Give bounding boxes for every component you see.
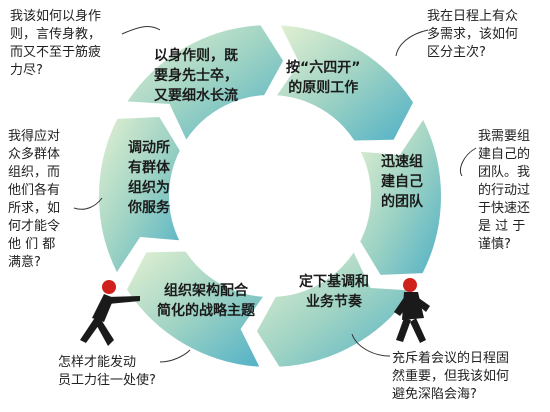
leader-bottom-right — [351, 333, 391, 357]
ring-segment-build-team — [357, 115, 443, 277]
leader-top-right — [395, 29, 429, 57]
ring-segment-org-structure — [124, 249, 267, 369]
leader-left — [73, 197, 103, 210]
ring-segment-six-four-rule — [273, 23, 416, 143]
leader-top-left — [121, 26, 161, 35]
leader-bottom-left — [159, 349, 191, 363]
segment-label-org-structure: 组织架构配合简化的战略主题 — [157, 283, 255, 319]
segment-label-build-team: 迅速组建自己的团队 — [381, 154, 423, 210]
question-bottom-right: 充斥着会议的日程固然重要，但我该如何避免深陷会海? — [392, 351, 510, 402]
ring-segments — [97, 23, 443, 369]
segment-label-set-tone: 定下基调和业务节奏 — [299, 274, 369, 310]
ring-segment-set-tone — [254, 248, 417, 369]
segment-label-six-four-rule: 按“六四开”的原则工作 — [286, 60, 361, 96]
question-top-left: 我该如何以身作则，言传身教，而又不至于筋疲力尽? — [10, 9, 102, 78]
question-bottom-left: 怎样才能发动员工力往一处使? — [58, 355, 156, 388]
ring-segment-mobilize-groups — [97, 115, 183, 277]
ring-segment-lead-by-example — [123, 23, 286, 144]
struggling-man-icon — [394, 278, 430, 343]
pushing-man-icon — [80, 280, 140, 346]
question-left: 我得应对众多群体组织，而他们各有所求，如何才能令他 们 都满意? — [8, 129, 61, 270]
segment-label-mobilize-groups: 调动所有群体组织为你服务 — [128, 140, 170, 216]
question-top-right: 我在日程上有众多需求，该如何区分主次? — [427, 9, 519, 60]
question-right: 我需要组建自己的团队。我的行动过于快速还是 过 于谨慎? — [478, 129, 531, 252]
callout-lines — [73, 26, 477, 363]
segment-label-lead-by-example: 以身作则，既要身先士卒，又要细水长流 — [154, 48, 238, 104]
leader-right — [460, 147, 477, 177]
